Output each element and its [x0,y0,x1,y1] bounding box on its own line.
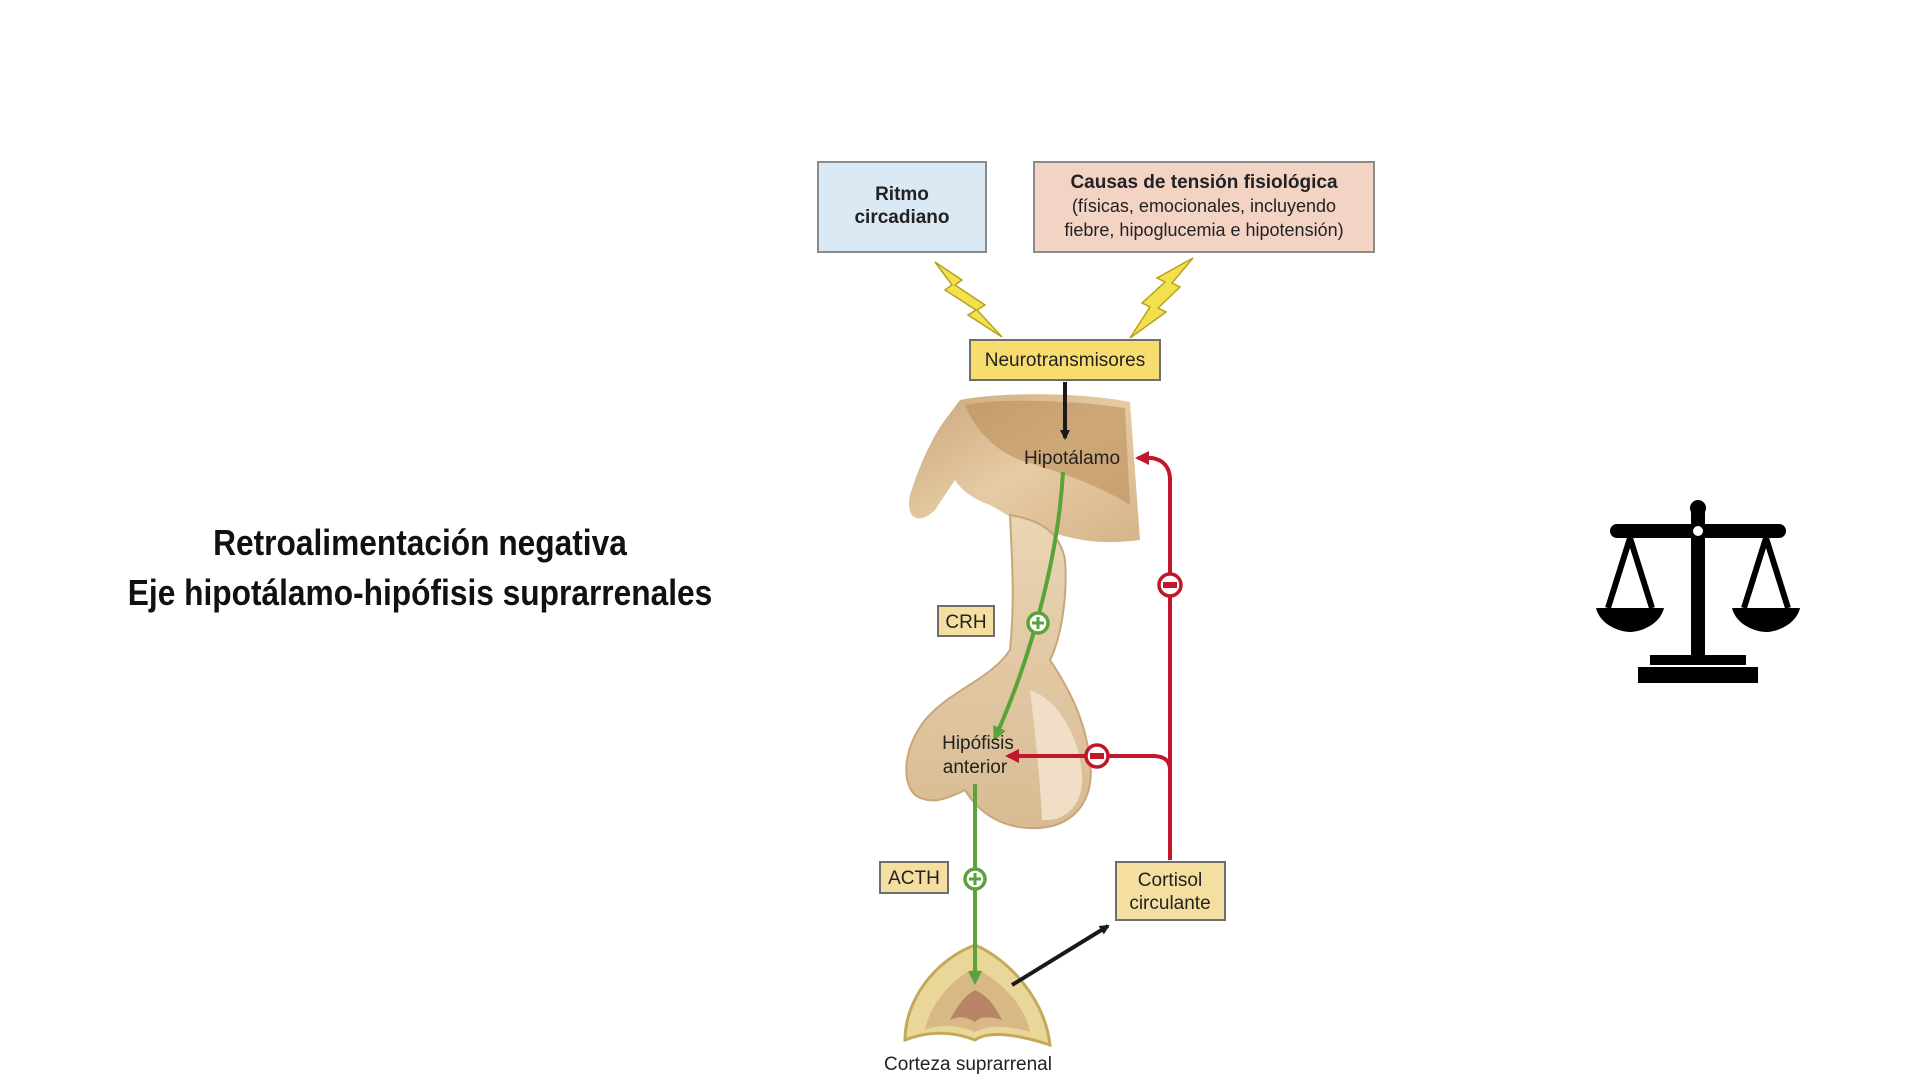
crh-label: CRH [945,612,986,633]
hypothalamus-label: Hipotálamo [1024,448,1120,469]
adrenal-cortex-shape [903,943,1052,1048]
lightning-bolt-icon [1129,257,1194,339]
stress-line-2: fiebre, hipoglucemia e hipotensión) [1064,220,1343,240]
cortisol-box: Cortisol circulante [1115,861,1226,921]
lightning-bolt-icon [934,261,1003,338]
scale-balance-icon [1596,500,1800,683]
title-line-2: Eje hipotálamo-hipófisis suprarrenales [127,572,713,613]
pituitary-line-2: anterior [943,757,1008,778]
plus-icon [1026,611,1050,635]
stress-title: Causas de tensión fisiológica [1070,172,1338,193]
acth-label: ACTH [888,868,940,889]
circadian-line-1: Ritmo [875,184,929,205]
stress-line-1: (físicas, emocionales, incluyendo [1072,196,1336,216]
pituitary-shape [905,513,1092,830]
title-line-1: Retroalimentación negativa [213,522,627,563]
pituitary-line-1: Hipófisis [942,733,1014,754]
minus-icon [1084,743,1110,769]
neurotransmitters-box: Neurotransmisores [969,339,1161,381]
acth-box: ACTH [879,861,949,894]
crh-box: CRH [937,605,995,637]
brain-tissue-shape [909,394,1140,543]
cortisol-feedback-pituitary-arrow [1005,749,1172,771]
crh-stimulation-arrow [993,471,1065,741]
slide-title: Retroalimentación negativa Eje hipotálam… [103,518,737,618]
plus-icon [963,867,987,891]
circadian-rhythm-box: Ritmo circadiano [817,161,987,253]
cortisol-feedback-hypothalamus-arrow [1135,451,1172,860]
neurotransmitters-label: Neurotransmisores [985,350,1146,371]
stress-causes-box: Causas de tensión fisiológica (físicas, … [1033,161,1375,253]
cortisol-line-2: circulante [1129,893,1210,914]
adrenal-cortex-label: Corteza suprarrenal [884,1054,1052,1075]
circadian-line-2: circadiano [854,207,949,228]
cortisol-line-1: Cortisol [1138,870,1202,891]
minus-icon [1157,572,1183,598]
adrenal-to-cortisol-arrow [1010,924,1110,987]
